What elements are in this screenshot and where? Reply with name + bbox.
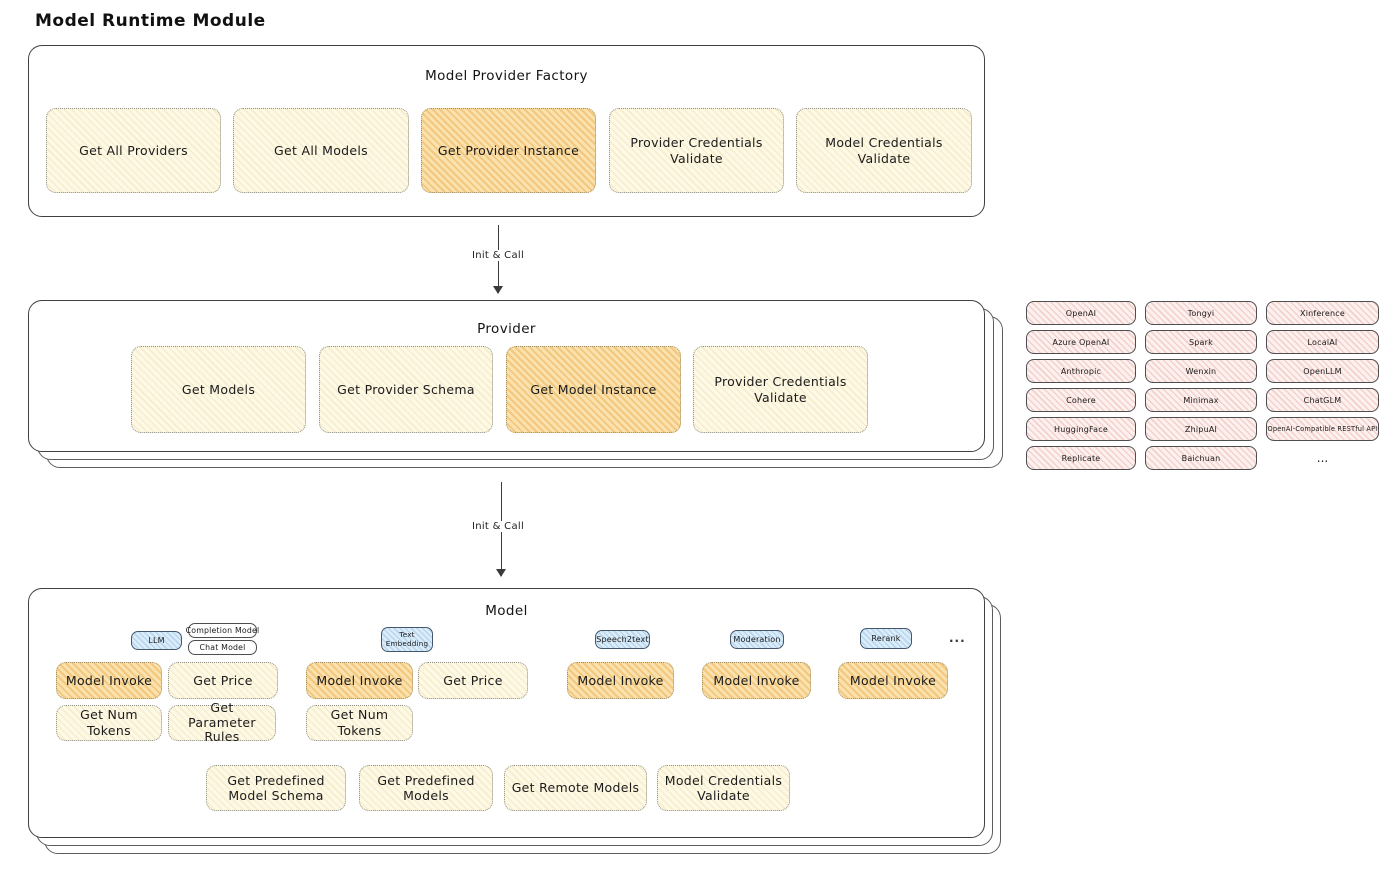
factory-title: Model Provider Factory [425, 68, 588, 84]
node-get-remote-models: Get Remote Models [504, 765, 647, 811]
model-type-pill-llm: LLM [131, 631, 182, 650]
node-model-credentials-validate: Model Credentials Validate [657, 765, 790, 811]
provider-pill-azure-openai: Azure OpenAI [1026, 330, 1136, 354]
node-model-invoke-text-embedding: Model Invoke [306, 662, 413, 699]
provider-pill-openllm: OpenLLM [1266, 359, 1379, 383]
provider-pill-wenxin: Wenxin [1145, 359, 1257, 383]
node-get-all-models: Get All Models [233, 108, 409, 193]
node-get-predefined-models: Get Predefined Models [359, 765, 493, 811]
node-get-provider-schema: Get Provider Schema [319, 346, 493, 433]
node-get-predefined-model-schema: Get Predefined Model Schema [206, 765, 346, 811]
node-model-invoke-llm: Model Invoke [56, 662, 162, 699]
provider-pill-cohere: Cohere [1026, 388, 1136, 412]
model-types-ellipsis: ... [949, 631, 966, 645]
provider-pill-openai: OpenAI [1026, 301, 1136, 325]
model-type-pill-rerank: Rerank [860, 628, 912, 649]
provider-pill-tongyi: Tongyi [1145, 301, 1257, 325]
node-get-price-llm: Get Price [168, 662, 278, 699]
provider-pill-xinference: Xinference [1266, 301, 1379, 325]
node-get-price-text-embedding: Get Price [418, 662, 528, 699]
provider-list-ellipsis: ... [1316, 451, 1329, 465]
node-get-models: Get Models [131, 346, 306, 433]
node-get-provider-instance: Get Provider Instance [421, 108, 596, 193]
node-provider-credentials-validate-factory: Provider Credentials Validate [609, 108, 784, 193]
provider-pill-spark: Spark [1145, 330, 1257, 354]
node-model-invoke-rerank: Model Invoke [838, 662, 948, 699]
model-type-pill-chat-model: Chat Model [188, 640, 257, 655]
model-type-pill-completion-model: Completion Model [186, 623, 259, 638]
arrow-label-init-call-1: Init & Call [466, 250, 530, 261]
provider-pill-openai-compatible-restful-api: OpenAI-Compatible RESTful API [1266, 417, 1379, 441]
node-get-model-instance: Get Model Instance [506, 346, 681, 433]
node-get-num-tokens-text-embedding: Get Num Tokens [306, 705, 413, 741]
model-card: Model LLM Completion Model Chat Model Te… [28, 588, 985, 838]
arrow-label-init-call-2: Init & Call [466, 521, 530, 532]
node-provider-credentials-validate: Provider Credentials Validate [693, 346, 868, 433]
node-get-all-providers: Get All Providers [46, 108, 221, 193]
model-type-pill-moderation: Moderation [730, 630, 784, 649]
node-model-invoke-moderation: Model Invoke [702, 662, 811, 699]
provider-list: OpenAI Tongyi Xinference Azure OpenAI Sp… [1026, 301, 1379, 470]
model-type-pill-text-embedding: Text Embedding [381, 627, 433, 652]
node-model-invoke-speech2text: Model Invoke [567, 662, 674, 699]
node-get-num-tokens-llm: Get Num Tokens [56, 705, 162, 741]
diagram-title: Model Runtime Module [35, 11, 266, 31]
provider-pill-minimax: Minimax [1145, 388, 1257, 412]
provider-card: Provider Get Models Get Provider Schema … [28, 300, 985, 452]
provider-pill-huggingface: HuggingFace [1026, 417, 1136, 441]
provider-pill-replicate: Replicate [1026, 446, 1136, 470]
node-model-credentials-validate-factory: Model Credentials Validate [796, 108, 972, 193]
model-title: Model [485, 603, 528, 619]
provider-pill-chatglm: ChatGLM [1266, 388, 1379, 412]
provider-title: Provider [477, 321, 536, 337]
provider-pill-baichuan: Baichuan [1145, 446, 1257, 470]
provider-pill-zhipuai: ZhipuAI [1145, 417, 1257, 441]
provider-pill-localai: LocalAI [1266, 330, 1379, 354]
provider-pill-anthropic: Anthropic [1026, 359, 1136, 383]
model-provider-factory-card: Model Provider Factory Get All Providers… [28, 45, 985, 217]
node-get-parameter-rules: Get Parameter Rules [168, 701, 276, 744]
model-type-pill-speech2text: Speech2text [595, 630, 650, 649]
